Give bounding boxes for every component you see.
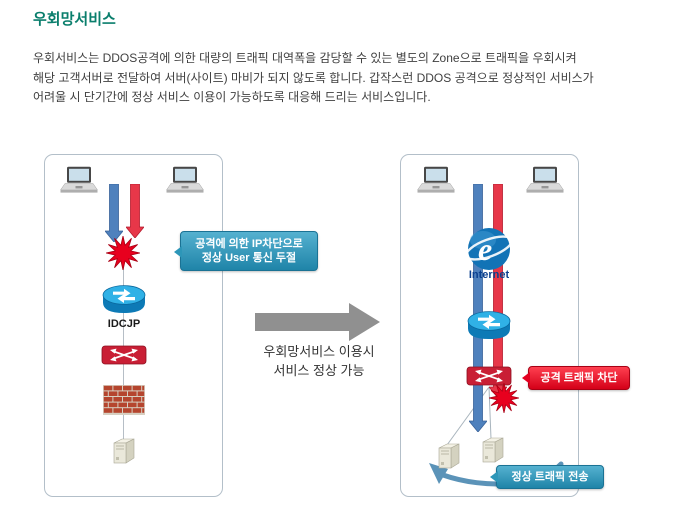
ip-block-callout: 공격에 의한 IP차단으로 정상 User 통신 두절 <box>174 231 318 271</box>
description-line-3: 어려울 시 단기간에 정상 서비스 이용이 가능하도록 대응해 드리는 서비스입… <box>33 90 431 104</box>
switch-icon <box>101 345 147 365</box>
before-panel: IDCJP <box>44 154 223 497</box>
transition-caption-line-2: 서비스 정상 가능 <box>273 363 365 378</box>
description-line-1: 우회서비스는 DDOS공격에 의한 대량의 트래픽 대역폭을 감당할 수 있는 … <box>33 51 577 65</box>
laptop-icon <box>59 166 99 195</box>
callout-text: 정상 트래픽 전송 <box>511 471 589 483</box>
attack-traffic-arrow-icon <box>125 183 145 239</box>
transition-caption-line-1: 우회망서비스 이용시 <box>263 344 375 359</box>
server-icon <box>111 433 137 465</box>
normal-traffic-arrow-icon <box>468 183 488 433</box>
transition-arrow-icon <box>255 303 380 341</box>
explosion-icon <box>105 235 141 271</box>
explosion-icon <box>488 382 520 414</box>
laptop-icon <box>416 166 456 195</box>
svg-text:e: e <box>478 231 492 267</box>
callout-text-line-1: 공격에 의한 IP차단으로 <box>195 238 303 250</box>
laptop-icon <box>165 166 205 195</box>
callout-tail <box>174 246 182 258</box>
callout-tail <box>490 471 498 483</box>
normal-forward-callout: 정상 트래픽 전송 <box>490 465 604 489</box>
switch-icon <box>466 366 512 386</box>
router-label: IDCJP <box>107 318 141 330</box>
normal-traffic-arrow-icon <box>104 183 124 243</box>
transition-caption: 우회망서비스 이용시 서비스 정상 가능 <box>240 342 398 380</box>
callout-text-line-2: 정상 User 통신 두절 <box>201 252 297 264</box>
page-title: 우회망서비스 <box>33 11 116 28</box>
laptop-icon <box>525 166 565 195</box>
page-description: 우회서비스는 DDOS공격에 의한 대량의 트래픽 대역폭을 감당할 수 있는 … <box>33 49 594 108</box>
after-panel: e Internet <box>400 154 579 497</box>
attack-block-callout: 공격 트래픽 차단 <box>522 366 630 390</box>
router-icon <box>466 310 512 342</box>
firewall-icon <box>103 385 145 415</box>
internet-explorer-icon: e <box>462 223 516 275</box>
server-icon <box>436 438 462 470</box>
internet-label: Internet <box>468 269 510 281</box>
server-icon <box>480 432 506 464</box>
description-line-2: 해당 고객서버로 전달하여 서버(사이트) 마비가 되지 않도록 합니다. 갑작… <box>33 70 594 85</box>
router-icon <box>101 284 147 316</box>
callout-tail <box>522 372 530 384</box>
callout-text: 공격 트래픽 차단 <box>540 372 618 384</box>
